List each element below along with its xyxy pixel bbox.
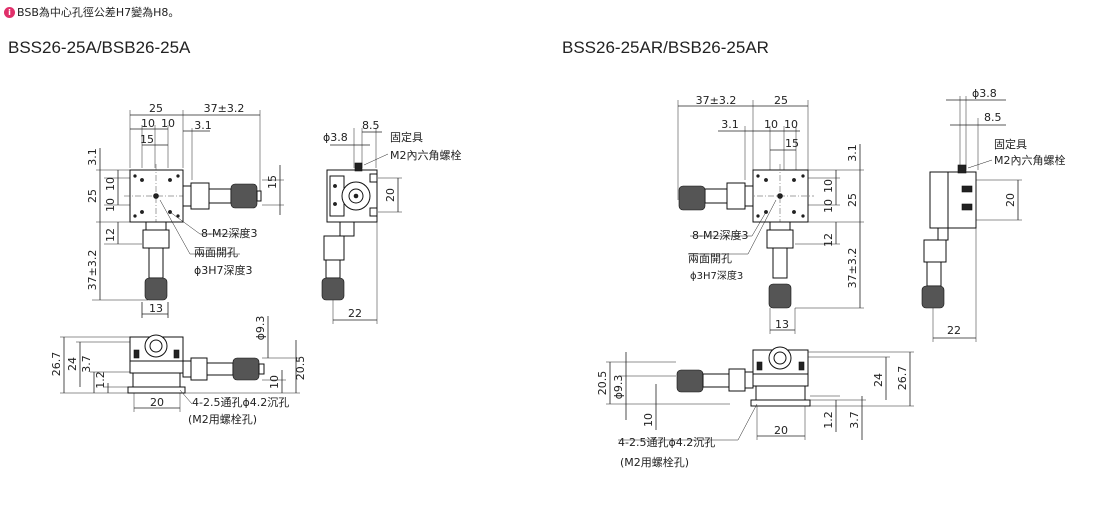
dim-left-top-10b: 10 (161, 117, 175, 130)
dim-left-front-3-7: 3.7 (80, 355, 93, 373)
left-screw-label: M2內六角螺栓 (390, 148, 462, 162)
dim-left-side-25: 25 (86, 189, 99, 203)
dim-right-front-1-2: 1.2 (822, 411, 835, 429)
dim-right-front-10: 10 (642, 413, 655, 427)
model-title-right: BSS26-25AR/BSB26-25AR (562, 38, 769, 57)
dim-left-side-20: 20 (384, 188, 397, 202)
tolerance-note: i BSB為中心孔徑公差H7變為H8。 (4, 4, 179, 20)
dim-right-top-10a: 10 (764, 118, 778, 131)
dim-left-top-3-1: 3.1 (194, 119, 212, 132)
dim-left-front-10: 10 (268, 375, 281, 389)
dim-right-top-25: 25 (774, 94, 788, 107)
right-front-view: 20.5 ϕ9.3 10 26.7 (596, 346, 914, 469)
right-through-label: 兩面開孔 (688, 252, 732, 265)
model-title-left: BSS26-25A/BSB26-25A (8, 38, 191, 57)
dim-right-side-20: 20 (1004, 193, 1017, 207)
left-top-view: 25 37±3.2 10 10 3.1 15 3.1 25 10 10 12 3… (86, 102, 284, 318)
dim-right-side-37: 37±3.2 (846, 248, 859, 289)
dim-right-top-3-1: 3.1 (721, 118, 739, 131)
dim-left-top-25: 25 (149, 102, 163, 115)
dim-right-front-phi9-3: ϕ9.3 (612, 375, 625, 400)
right-screw-label: M2內六角螺栓 (994, 153, 1066, 167)
right-side-view: ϕ3.8 8.5 固定具 M2內六角螺栓 20 22 (921, 87, 1066, 342)
tolerance-note-text: BSB為中心孔徑公差H7變為H8。 (17, 6, 180, 19)
dim-right-top-37: 37±3.2 (696, 94, 737, 107)
dim-left-side-phi3-8: ϕ3.8 (323, 131, 348, 144)
right-bore-label: ϕ3H7深度3 (690, 269, 743, 282)
dim-right-side-12: 12 (822, 233, 835, 247)
dim-left-top-37: 37±3.2 (204, 102, 245, 115)
dim-left-right-15: 15 (266, 175, 279, 189)
dim-left-side-37: 37±3.2 (86, 250, 99, 291)
right-mount-screw-label: (M2用螺栓孔) (620, 455, 689, 469)
right-hole-note: 8-M2深度3 (692, 228, 748, 242)
right-top-view: 37±3.2 25 3.1 10 10 15 (677, 94, 864, 334)
dim-right-bottom-13: 13 (775, 318, 789, 331)
left-side-view: ϕ3.8 8.5 固定具 M2內六角螺栓 20 (321, 119, 462, 324)
right-fixing-label: 固定具 (994, 137, 1027, 151)
left-through-label: 兩面開孔 (194, 246, 238, 259)
info-icon: i (4, 6, 15, 18)
dim-left-side-22: 22 (348, 307, 362, 320)
dim-left-side-10a: 10 (104, 177, 117, 191)
dim-left-top-10a: 10 (141, 117, 155, 130)
dim-left-side-12: 12 (104, 228, 117, 242)
left-fixing-label: 固定具 (390, 130, 423, 144)
dim-right-top-15: 15 (785, 137, 799, 150)
dim-right-side-25: 25 (846, 193, 859, 207)
dim-left-front-24: 24 (66, 357, 79, 371)
dim-left-side-10b: 10 (104, 198, 117, 212)
dim-right-side-10a: 10 (822, 179, 835, 193)
dim-left-side-3-1: 3.1 (86, 148, 99, 166)
dim-right-side-3-1: 3.1 (846, 144, 859, 162)
left-hole-note: 8-M2深度3 (201, 226, 257, 240)
dim-left-front-phi9-3: ϕ9.3 (254, 316, 267, 341)
dim-left-side-8-5: 8.5 (362, 119, 380, 132)
dim-left-top-15: 15 (140, 133, 154, 146)
left-bore-label: ϕ3H7深度3 (194, 263, 253, 277)
left-front-view: 26.7 24 3.7 1.2 ϕ9.3 10 (50, 316, 307, 426)
dim-left-bottom-13: 13 (149, 302, 163, 315)
dim-right-side-22: 22 (947, 324, 961, 337)
dim-left-front-20-5: 20.5 (294, 356, 307, 381)
dim-right-side-10b: 10 (822, 199, 835, 213)
right-mount-hole-label: 4-2.5通孔ϕ4.2沉孔 (618, 436, 715, 449)
left-mount-screw-label: (M2用螺栓孔) (188, 412, 257, 426)
dim-right-front-20: 20 (774, 424, 788, 437)
left-mount-hole-label: 4-2.5通孔ϕ4.2沉孔 (192, 396, 289, 409)
dim-right-top-10b: 10 (784, 118, 798, 131)
dim-left-front-1-2: 1.2 (94, 371, 107, 389)
dim-right-front-24: 24 (872, 373, 885, 387)
dim-right-side-8-5: 8.5 (984, 111, 1002, 124)
dim-left-front-20: 20 (150, 396, 164, 409)
dim-right-front-26-7: 26.7 (896, 366, 909, 391)
dim-left-front-26-7: 26.7 (50, 352, 63, 377)
dim-right-front-3-7: 3.7 (848, 411, 861, 429)
dim-right-side-phi3-8: ϕ3.8 (972, 87, 997, 100)
dim-right-front-20-5: 20.5 (596, 371, 609, 396)
